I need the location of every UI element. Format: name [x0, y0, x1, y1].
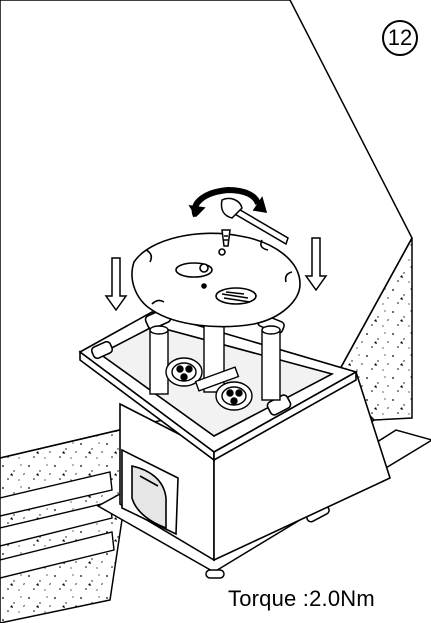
frame-right-lip — [213, 370, 357, 462]
socket-left — [165, 357, 203, 387]
cover-plate-outline — [131, 232, 301, 328]
latch-back — [90, 340, 114, 360]
support-post-right — [261, 329, 281, 401]
conduit-pipe-lower — [0, 501, 113, 547]
socket-modules — [165, 357, 253, 411]
cover-screw-top — [218, 248, 226, 256]
arrow-down-icon — [304, 237, 328, 292]
flange-slot-bottom — [205, 569, 225, 579]
support-posts — [149, 317, 281, 401]
conduit-pipe-bottom — [0, 531, 115, 579]
step-number-badge: 12 — [382, 20, 418, 56]
cover-screw-left — [199, 263, 209, 273]
screw-and-driver — [220, 197, 289, 247]
cover-plate — [131, 232, 301, 328]
conduit-pipes — [0, 471, 115, 579]
rotate-clockwise-arrow-icon — [188, 186, 268, 218]
socket-bracket — [194, 366, 240, 392]
socket-right — [215, 381, 253, 411]
torque-label: Torque :2.0Nm — [228, 586, 375, 611]
screwdriver-handle — [220, 197, 243, 219]
screw — [221, 229, 231, 247]
arrow-down-icon — [104, 257, 128, 312]
support-post-left — [149, 329, 169, 395]
conduit-pipe-upper — [0, 471, 113, 517]
cable-gland — [131, 465, 167, 530]
